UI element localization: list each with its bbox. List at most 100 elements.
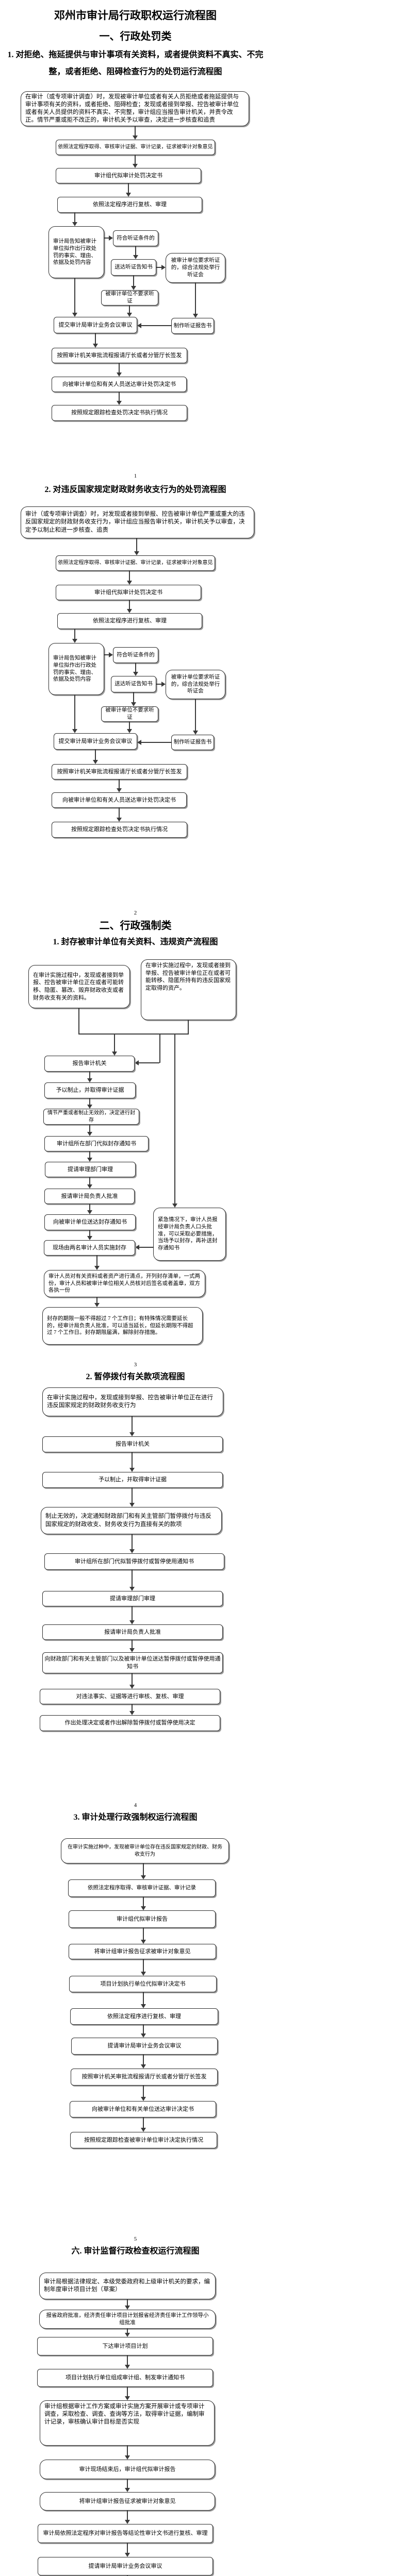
arrow-right xyxy=(104,235,113,240)
arrow-down xyxy=(72,278,77,317)
arrow-left xyxy=(135,1060,159,1065)
arrow-down xyxy=(141,1863,145,1879)
f2-b2-box: 按照审计机关审批流程报请厅长或者分管厅长签发 xyxy=(52,764,187,779)
sub22-title: 2. 暂停拨付有关款项流程图 xyxy=(86,1372,185,1381)
f3-a6-box: 报请审计局负责人批准 xyxy=(44,1189,135,1204)
f4-s5-box: 审计组所在部门代拟暂停拨付或暂停使用通知书 xyxy=(44,1553,224,1570)
f3-a4-box: 审计组所在部门代拟封存通知书 xyxy=(44,1136,149,1151)
arrow-down xyxy=(141,1928,145,1944)
arrow-down xyxy=(141,2055,145,2069)
arrow-down xyxy=(133,155,137,168)
arrow-down xyxy=(134,538,139,555)
arrow-down xyxy=(133,246,138,259)
sub2-title: 2. 对违反国家规定财政财务收支行为的处罚流程图 xyxy=(44,485,226,494)
sub1-title: 1. 对拒绝、拖延提供与审计事项有关资料，或者提供资料不真实、不完整，或者拒绝、… xyxy=(7,50,264,76)
f3-a8-box: 现场由两名审计人员实施封存 xyxy=(44,1240,135,1256)
arrow-down xyxy=(87,1072,92,1082)
arrow-down xyxy=(129,1606,134,1624)
page-number-4: 4 xyxy=(134,1802,137,1808)
arrow-down xyxy=(94,1297,99,1307)
f2-b4-box: 按照规定跟踪检查处罚决定书执行情况 xyxy=(52,822,187,838)
f2-s4-box: 依照法定程序进行复核、审理 xyxy=(57,613,202,629)
arrow-down xyxy=(131,276,136,290)
arrow-down xyxy=(87,1204,92,1214)
f1-m1-box: 符合听证条件的 xyxy=(113,230,158,246)
f6-s6-box: 审计现场结束后，审计组代拟审计报告 xyxy=(40,2460,215,2479)
arrow-down xyxy=(87,1098,92,1109)
f4-s4-box: 制止无效的，决定通知财政部门和有关主管部门暂停拨付与违反国家规定的财政收支、财务… xyxy=(41,1507,222,1534)
arrow-down xyxy=(129,1452,134,1472)
f2-b3-box: 向被审计单位和有关人员送达审计处罚决定书 xyxy=(52,792,187,808)
arrow-left xyxy=(135,1245,153,1249)
arrow-down xyxy=(129,1534,134,1553)
f4-s8-box: 向财政部门和有关主管部门以及被审计单位送达暂停拨付或暂停使用通知书 xyxy=(42,1652,223,1673)
f2-s3-box: 审计组代拟审计处罚决定书 xyxy=(56,585,201,600)
f2-r1-box: 被审计单位要求听证的，综合法规处举行听证会 xyxy=(166,670,225,699)
arrow-down xyxy=(117,392,121,405)
f6-s7-box: 将审计组审计报告征求被审计对象意见 xyxy=(40,2492,215,2511)
arrow-down xyxy=(193,283,198,318)
f6-s3-box: 下达审计项目计划 xyxy=(37,2337,213,2355)
f2-s1-box: 审计（或专项审计调查）时，对发现或者接到举报、控告被审计单位严重或重大的违反国家… xyxy=(21,506,254,538)
arrow-right xyxy=(156,682,166,686)
f5-s4-box: 将审计组审计报告征求被审计对象意见 xyxy=(69,1944,216,1959)
f2-m3-box: 被审计单位不要求听证 xyxy=(101,706,158,722)
f4-s9-box: 对违法事实、证据等进行审核、复核、审理 xyxy=(40,1689,220,1704)
arrow-down xyxy=(129,1416,134,1436)
f5-s2-box: 依照法定程序取得、审核审计证据、审计记录 xyxy=(68,1879,216,1897)
f1-r2-box: 制作听证报告书 xyxy=(171,318,214,334)
f1-r1-box: 被审计单位要求听证的，综合法规处举行听证会 xyxy=(166,253,225,283)
f1-s4-box: 依照法定程序进行复核、审理 xyxy=(57,197,202,213)
arrow-down xyxy=(125,2446,129,2460)
f1-b3-box: 向被审计单位和有关人员送达审计处罚决定书 xyxy=(52,377,187,392)
arrow-left xyxy=(137,323,171,328)
arrow-down xyxy=(141,1959,145,1976)
page-number-3: 3 xyxy=(134,1362,137,1368)
f3-a3-box: 情节严重或者制止无效的，决定进行封存 xyxy=(43,1109,139,1125)
connector-line xyxy=(78,1033,189,1035)
f4-s1-box: 在审计实施过程中，发现或接到举报、控告被审计单位正在进行违反国家规定的财政财务收… xyxy=(42,1387,223,1416)
arrow-down xyxy=(133,663,138,676)
f1-s2-box: 依照法定程序取得、审核审计证据、审计记录，征求被审计对象意见 xyxy=(56,140,215,155)
arrow-down xyxy=(72,213,77,226)
arrow-down xyxy=(129,1640,134,1652)
arrow-down xyxy=(127,571,132,585)
f3-t1-box: 在审计实施过程中，发现或者接到举报、控告被审计单位正在或者可能转移、隐匿、篡改、… xyxy=(28,965,130,1008)
arrow-down xyxy=(129,1704,134,1715)
arrow-down xyxy=(72,629,77,643)
f1-s1-box: 在审计（或专项审计调查）时，发现被审计单位或者有关人员拒绝或者拖延提供与审计事项… xyxy=(21,91,249,126)
arrow-down xyxy=(125,2479,129,2492)
f1-s3-box: 审计组代拟审计处罚决定书 xyxy=(56,168,201,183)
arrow-down xyxy=(126,183,130,197)
arrow-down xyxy=(131,692,136,706)
f6-s8-box: 审计局依照法定程序对审计报告等结论性审计文书进行复核、审理 xyxy=(38,2524,213,2543)
arrow-down xyxy=(141,1897,145,1910)
arrow-down xyxy=(141,1992,145,2008)
arrow-down xyxy=(125,2329,129,2337)
f2-r2-box: 制作听证报告书 xyxy=(171,735,214,750)
arrow-down xyxy=(87,1230,92,1240)
arrow-down xyxy=(117,779,121,792)
arrow-down xyxy=(125,2355,129,2369)
arrow-down xyxy=(125,2511,129,2524)
f6-s5-box: 审计组根据审计工作方案或审计实施方案开展审计或专项审计调查，采取检查、调查、查询… xyxy=(40,2400,215,2446)
f1-b4-box: 按照规定跟踪检查处罚决定书执行情况 xyxy=(52,405,187,421)
f5-s5-box: 项目计划执行单位代拟审计决定书 xyxy=(69,1976,217,1992)
f2-l1-box: 审计局告知被审计单位拟作出行政处罚的事实、理由、依据及处罚内容 xyxy=(48,643,104,695)
arrow-down xyxy=(117,808,121,822)
arrow-right xyxy=(104,652,113,657)
f3-a10-box: 封存的期限一般不得超过 7 个工作日；有特殊情况需要延长的，经审计局负责人批准，… xyxy=(42,1307,203,1345)
arrow-down xyxy=(141,2086,145,2101)
f3-a1-box: 报告审计机关 xyxy=(44,1056,135,1072)
f6-s9-box: 提请审计局审计业务会议审议 xyxy=(38,2557,213,2575)
f1-l1-box: 审计局告知被审计单位拟作出行政处罚的事实、理由、依据及处罚内容 xyxy=(48,226,104,278)
sec6-title: 六. 审计监督行政检查权运行流程图 xyxy=(71,2247,200,2256)
section2-heading: 二、行政强制类 xyxy=(99,920,172,931)
f2-b1-box: 提交审计局审计业务会议审议 xyxy=(54,733,137,750)
doc-title: 邓州市审计局行政职权运行流程图 xyxy=(54,9,217,22)
f1-b2-box: 按照审计机关审批流程报请厅长或者分管厅长签发 xyxy=(52,348,187,363)
f5-s6-box: 依照法定程序进行复核、审理 xyxy=(70,2008,218,2025)
page-number-1: 1 xyxy=(134,473,137,479)
arrow-down xyxy=(129,1673,134,1689)
